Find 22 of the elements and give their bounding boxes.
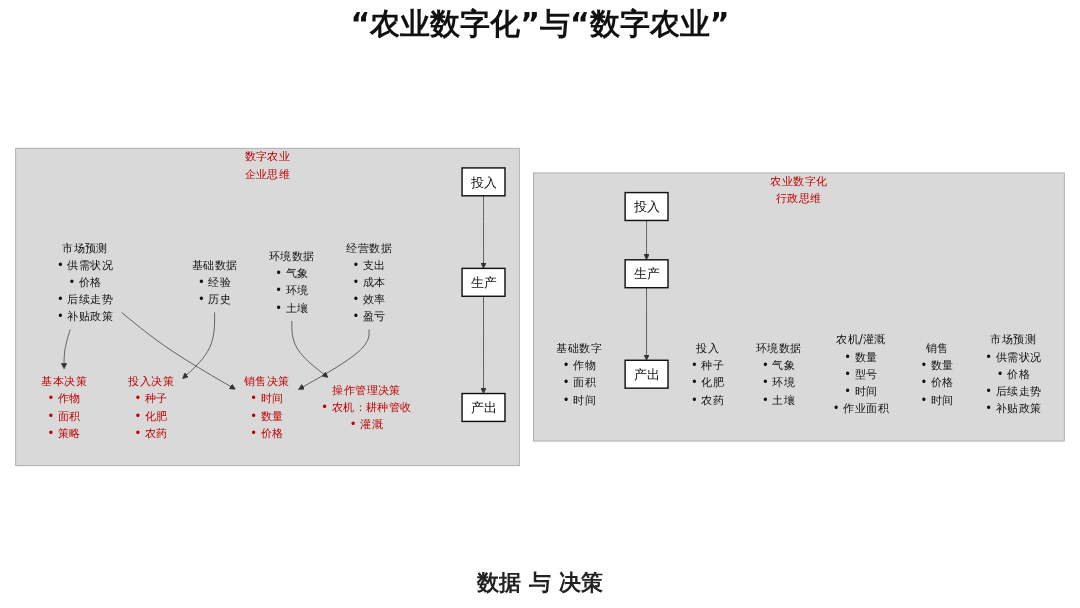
node-text: 投入决策 • 种子 • 化肥 • 农药 <box>128 374 174 440</box>
caption: 数据 与 决策 <box>477 569 603 597</box>
node-box: 产出 <box>461 392 506 423</box>
node-text: 基础数字 • 作物 • 面积 • 时间 <box>556 341 603 407</box>
node-text: 操作管理决策 • 农机：耕种管收 • 灌溉 <box>321 383 412 432</box>
node-box: 生产 <box>461 267 506 297</box>
node-text: 环境数据 • 气象 • 环境 • 土壤 <box>268 249 315 315</box>
node-box: 产出 <box>624 359 669 389</box>
node-text: 市场预测 • 供需状况 • 价格 • 后续走势 • 补贴政策 <box>985 332 1042 415</box>
node-text: 基本决策 • 作物 • 面积 • 策略 <box>41 374 87 440</box>
node-box: 生产 <box>624 259 669 289</box>
node-text: 市场预测 • 供需状况 • 价格 • 后续走势 • 补贴政策 <box>56 240 114 324</box>
node-box: 投入 <box>624 191 669 222</box>
node-text: 农机/灌溉 • 数量 • 型号 • 时间 • 作业面积 <box>832 332 890 415</box>
node-text: 经营数据 • 支出 • 成本 • 效率 • 盈亏 <box>346 240 392 324</box>
title: “农业数字化”与“数字农业” <box>350 5 730 43</box>
node-text: 销售 • 数量 • 价格 • 时间 <box>920 341 954 407</box>
node-text: 投入 • 种子 • 化肥 • 农药 <box>690 341 725 407</box>
node-text: 环境数据 • 气象 • 环境 • 土壤 <box>755 341 802 407</box>
node-text: 基础数据 • 经验 • 历史 <box>191 258 238 306</box>
node-text: 销售决策 • 时间 • 数量 • 价格 <box>244 374 290 440</box>
node-box: 投入 <box>461 167 506 197</box>
